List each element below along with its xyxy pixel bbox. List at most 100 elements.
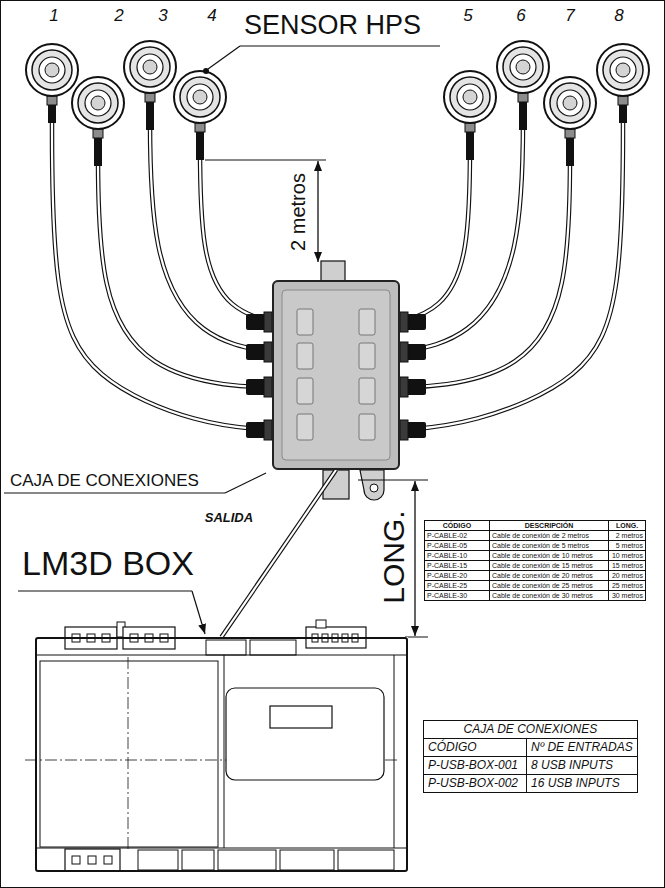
- cable-sleeve: [466, 132, 474, 160]
- hps-sensor: 4: [173, 70, 227, 124]
- table-cell: P-CABLE-20: [425, 571, 490, 581]
- usb-plug: [246, 314, 266, 330]
- cable: [400, 97, 623, 430]
- sensor-face: [124, 41, 176, 93]
- body-detail: [280, 850, 334, 870]
- dimension-label: 2 metros: [287, 173, 309, 251]
- table-cell: CAJA DE CONEXIONES: [424, 721, 638, 739]
- sensor-fitting: [195, 123, 205, 132]
- sensor-core: [143, 60, 157, 74]
- sensor-ring: [597, 44, 649, 96]
- sensor-fitting: [618, 96, 628, 105]
- mounting-hole: [370, 484, 378, 492]
- usb-plug: [406, 344, 426, 360]
- sensor-ring: [32, 50, 72, 90]
- junction-box-table: CAJA DE CONEXIONESCÓDIGONº DE ENTRADASP-…: [423, 720, 638, 793]
- sensor-number: 7: [565, 7, 574, 26]
- table-cell: 2 metros: [609, 531, 646, 541]
- plug-collar: [264, 342, 272, 362]
- sensor-core: [463, 90, 477, 104]
- table-cell: Cable de conexión de 30 metros: [490, 591, 609, 601]
- leader-line: [18, 590, 192, 591]
- table-cell: CÓDIGO: [425, 521, 490, 531]
- table-cell: P-CABLE-02: [425, 531, 490, 541]
- table-row: P-CABLE-30Cable de conexión de 30 metros…: [425, 591, 646, 601]
- sensor-number: 8: [614, 7, 623, 26]
- center-line: [128, 657, 129, 852]
- sensor-ring: [497, 41, 549, 93]
- cable-core: [150, 94, 272, 352]
- sensor-ring: [550, 83, 590, 123]
- table-cell: P-USB-BOX-001: [424, 757, 527, 775]
- table-cell: Cable de conexión de 5 metros: [490, 541, 609, 551]
- cable-outline: [400, 97, 623, 430]
- port-slot: [359, 414, 375, 440]
- port-slot: [359, 309, 375, 335]
- extension-line: [205, 160, 326, 161]
- sensor-core: [91, 96, 105, 110]
- sensor-face: [544, 77, 596, 129]
- junction-box: CAJA DE CONEXIONES: [272, 280, 400, 470]
- sensor-face: [26, 44, 78, 96]
- plug-collar: [400, 342, 408, 362]
- cable-core: [222, 470, 337, 637]
- sensor-core: [516, 60, 530, 74]
- hps-sensor: 2: [71, 76, 125, 130]
- cable-table: CÓDIGODESCRIPCIÓNLONG.P-CABLE-02Cable de…: [424, 520, 646, 601]
- sensor-ring: [457, 84, 483, 110]
- body-line: [35, 848, 408, 849]
- hps-sensor: 8: [596, 43, 650, 97]
- table-cell: Cable de conexión de 20 metros: [490, 571, 609, 581]
- sensor-face: [597, 44, 649, 96]
- sensor-number: 5: [463, 7, 472, 26]
- table-cell: P-CABLE-25: [425, 581, 490, 591]
- sensor-number: 6: [516, 7, 525, 26]
- display-window: [226, 688, 384, 780]
- body-detail: [206, 640, 246, 655]
- sensor-fitting: [93, 129, 103, 138]
- sensor-core: [616, 63, 630, 77]
- sensor-ring: [557, 90, 583, 116]
- plug-collar: [264, 312, 272, 332]
- cable-sleeve: [519, 102, 527, 130]
- sensor-ring: [610, 57, 636, 83]
- sensor-face: [72, 77, 124, 129]
- table-cell: 20 metros: [609, 571, 646, 581]
- display-slot: [270, 706, 332, 728]
- leader-line: [240, 45, 440, 46]
- body-line: [224, 655, 225, 848]
- sensor-ring: [603, 50, 643, 90]
- box-top-tab: [321, 261, 345, 282]
- body-detail: [182, 850, 214, 870]
- hps-sensor: 3: [123, 40, 177, 94]
- table-cell: 16 USB INPUTS: [527, 775, 638, 793]
- cable-core: [400, 124, 470, 322]
- table-row: CÓDIGONº DE ENTRADAS: [424, 739, 638, 757]
- cable-core: [400, 97, 623, 430]
- table-row: P-CABLE-05Cable de conexión de 5 metros5…: [425, 541, 646, 551]
- sensor-fitting: [47, 96, 57, 105]
- port-slot: [297, 414, 313, 440]
- sensor-face: [497, 41, 549, 93]
- cable-core: [200, 124, 272, 322]
- cable-sleeve: [146, 102, 154, 130]
- table-row: CAJA DE CONEXIONES: [424, 721, 638, 739]
- table-cell: Nº DE ENTRADAS: [527, 739, 638, 757]
- usb-plug: [246, 344, 266, 360]
- sensor-ring: [26, 44, 78, 96]
- table-row: P-CABLE-25Cable de conexión de 25 metros…: [425, 581, 646, 591]
- dimension-label: LONG.: [377, 510, 410, 603]
- sensor-ring: [450, 77, 490, 117]
- terminal-block: [65, 849, 120, 871]
- extension-line: [358, 480, 428, 481]
- port-slot: [297, 378, 313, 404]
- part-label: LM3D BOX: [22, 545, 194, 582]
- table-row: P-CABLE-20Cable de conexión de 20 metros…: [425, 571, 646, 581]
- cable-core: [400, 94, 523, 352]
- usb-plug: [246, 422, 266, 438]
- leader-line: [192, 591, 205, 634]
- cable: [150, 94, 272, 352]
- table-cell: LONG.: [609, 521, 646, 531]
- table-cell: 10 metros: [609, 551, 646, 561]
- hps-sensor: 1: [25, 43, 79, 97]
